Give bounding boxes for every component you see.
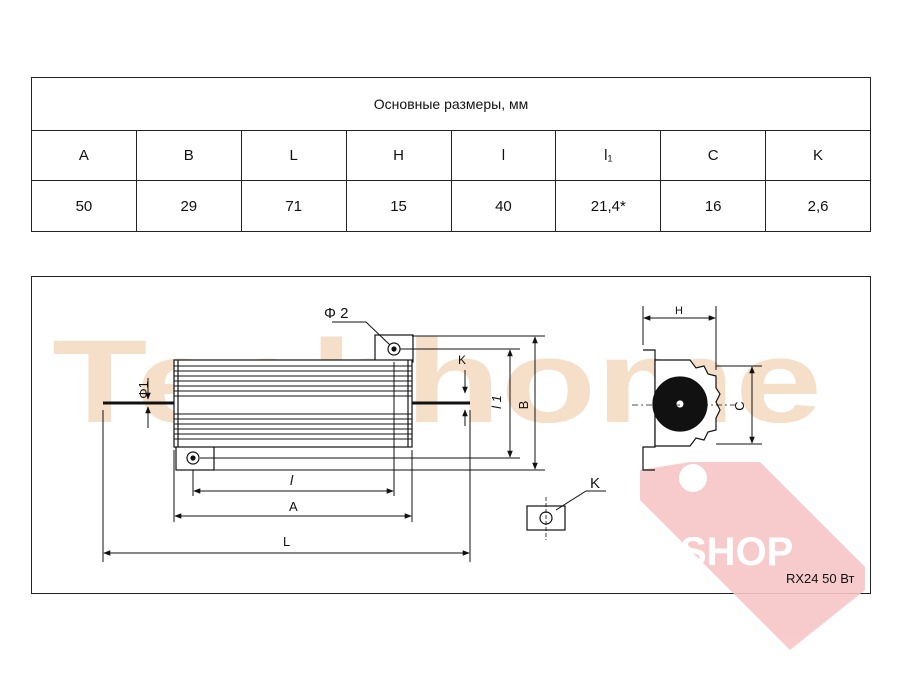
header-cell: l bbox=[450, 130, 557, 181]
value-cell: 21,4* bbox=[555, 180, 662, 232]
header-cell: A bbox=[31, 130, 137, 181]
resistor-front-view bbox=[103, 334, 470, 471]
label-h: H bbox=[675, 305, 683, 317]
table-title: Основные размеры, мм bbox=[31, 77, 871, 131]
label-b: B bbox=[516, 401, 531, 410]
label-a: A bbox=[289, 499, 298, 514]
label-c: C bbox=[732, 401, 747, 410]
label-k-top: K bbox=[458, 353, 466, 367]
header-cell: C bbox=[660, 130, 767, 181]
label-phi1: Φ1 bbox=[136, 381, 151, 399]
heatsink-fins bbox=[174, 365, 412, 440]
header-cell: K bbox=[765, 130, 871, 181]
resistor-body bbox=[173, 359, 413, 448]
value-cell: 2,6 bbox=[765, 180, 871, 232]
header-cell: H bbox=[345, 130, 452, 181]
value-cell: 40 bbox=[450, 180, 557, 232]
front-dimensions bbox=[102, 321, 545, 562]
model-caption: RX24 50 Вт bbox=[786, 571, 854, 586]
drawing-frame bbox=[31, 276, 871, 594]
front-labels: Φ 2 Φ1 K l 1 B l A L bbox=[136, 305, 531, 549]
end-view-tab bbox=[642, 349, 656, 471]
value-cell: 50 bbox=[31, 180, 137, 232]
label-l: l bbox=[290, 472, 294, 488]
end-view-labels: H C bbox=[675, 305, 747, 411]
watermark-tag-text: SHOP bbox=[680, 530, 793, 574]
label-k-detail: K bbox=[590, 475, 600, 492]
resistor-end-view bbox=[632, 306, 762, 471]
value-cell: 71 bbox=[240, 180, 347, 232]
table-value-row: 50 29 71 15 40 21,4* 16 2,6 bbox=[31, 180, 871, 232]
watermark-tag: SHOP bbox=[640, 462, 865, 650]
value-cell: 16 bbox=[660, 180, 767, 232]
label-L: L bbox=[283, 534, 290, 549]
label-phi2: Φ 2 bbox=[324, 305, 348, 322]
value-cell: 15 bbox=[345, 180, 452, 232]
value-cell: 29 bbox=[135, 180, 242, 232]
label-l1: l 1 bbox=[489, 395, 504, 409]
table-header-row: A B L H l l₁ C K bbox=[31, 130, 871, 181]
dimensions-table: Основные размеры, мм A B L H l l₁ C K 50… bbox=[31, 77, 871, 232]
tab-detail-k bbox=[526, 490, 606, 540]
